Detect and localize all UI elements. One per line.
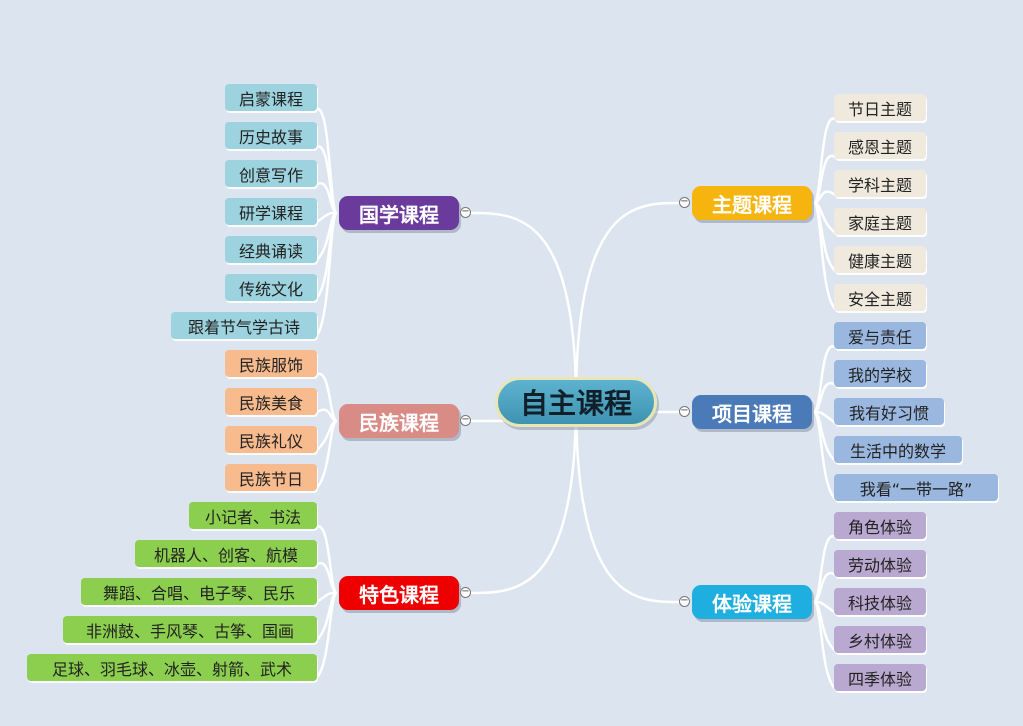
leaf-xiangmu-0[interactable]: 爱与责任: [834, 322, 926, 349]
connector-line: [314, 145, 339, 215]
connector-line: [813, 571, 837, 604]
connector-line: [812, 600, 837, 691]
leaf-tese-0[interactable]: 小记者、书法: [189, 502, 317, 529]
branch-minzu[interactable]: 民族课程: [339, 404, 459, 438]
collapse-button[interactable]: −: [679, 196, 690, 208]
leaf-minzu-3[interactable]: 民族节日: [225, 464, 317, 491]
leaf-guoxue-4[interactable]: 经典诵读: [225, 236, 317, 263]
connector-line: [470, 401, 578, 595]
leaf-xiangmu-4[interactable]: 我看“一带一路”: [834, 474, 998, 501]
leaf-zhuti-2[interactable]: 学科主题: [834, 170, 926, 197]
connector-line: [314, 211, 339, 339]
connector-line: [314, 591, 339, 681]
leaf-zhuti-4[interactable]: 健康主题: [834, 246, 926, 273]
leaf-guoxue-2[interactable]: 创意写作: [225, 160, 317, 187]
leaf-xiangmu-3[interactable]: 生活中的数学: [834, 436, 962, 463]
leaf-zhuti-3[interactable]: 家庭主题: [834, 208, 926, 235]
leaf-guoxue-0[interactable]: 启蒙课程: [225, 84, 317, 111]
leaf-xiangmu-1[interactable]: 我的学校: [834, 360, 926, 387]
leaf-guoxue-3[interactable]: 研学课程: [225, 198, 317, 225]
collapse-button[interactable]: −: [679, 595, 690, 607]
leaf-zhuti-0[interactable]: 节日主题: [834, 94, 926, 121]
branch-tese[interactable]: 特色课程: [339, 576, 459, 610]
leaf-tese-3[interactable]: 非洲鼓、手风琴、古筝、国画: [63, 616, 317, 643]
connector-line: [314, 372, 338, 423]
leaf-xiangmu-2[interactable]: 我有好习惯: [834, 398, 944, 425]
connector-line: [812, 410, 837, 501]
connector-line: [812, 201, 837, 311]
leaf-tiyan-0[interactable]: 角色体验: [834, 512, 926, 539]
branch-guoxue[interactable]: 国学课程: [339, 196, 459, 230]
leaf-tiyan-3[interactable]: 乡村体验: [834, 626, 926, 653]
leaf-minzu-2[interactable]: 民族礼仪: [225, 426, 317, 453]
connector-line: [813, 154, 837, 205]
connector-line: [574, 201, 680, 403]
collapse-button[interactable]: −: [460, 206, 471, 218]
branch-xiangmu[interactable]: 项目课程: [692, 395, 812, 429]
leaf-zhuti-1[interactable]: 感恩主题: [834, 132, 926, 159]
leaf-tese-1[interactable]: 机器人、创客、航模: [135, 540, 317, 567]
connector-line: [470, 211, 578, 403]
leaf-tiyan-1[interactable]: 劳动体验: [834, 550, 926, 577]
connector-line: [574, 401, 680, 604]
central-topic[interactable]: 自主课程: [495, 377, 657, 427]
collapse-button[interactable]: −: [679, 405, 690, 417]
leaf-tiyan-4[interactable]: 四季体验: [834, 664, 926, 691]
branch-tiyan[interactable]: 体验课程: [692, 585, 812, 619]
leaf-zhuti-5[interactable]: 安全主题: [834, 284, 926, 311]
leaf-tiyan-2[interactable]: 科技体验: [834, 588, 926, 615]
collapse-button[interactable]: −: [460, 414, 471, 426]
connector-line: [813, 381, 837, 414]
branch-zhuti[interactable]: 主题课程: [692, 186, 812, 220]
connector-line: [812, 535, 837, 604]
leaf-tese-2[interactable]: 舞蹈、合唱、电子琴、民乐: [81, 578, 317, 605]
connector-line: [314, 562, 338, 595]
leaf-guoxue-6[interactable]: 跟着节气学古诗: [171, 312, 317, 339]
leaf-minzu-0[interactable]: 民族服饰: [225, 350, 317, 377]
connector-line: [812, 345, 837, 414]
connector-line: [314, 525, 339, 595]
connector-line: [314, 419, 338, 491]
leaf-guoxue-5[interactable]: 传统文化: [225, 274, 317, 301]
leaf-guoxue-1[interactable]: 历史故事: [225, 122, 317, 149]
collapse-button[interactable]: −: [460, 586, 471, 598]
leaf-minzu-1[interactable]: 民族美食: [225, 388, 317, 415]
leaf-tese-4[interactable]: 足球、羽毛球、冰壶、射箭、武术: [27, 654, 317, 681]
